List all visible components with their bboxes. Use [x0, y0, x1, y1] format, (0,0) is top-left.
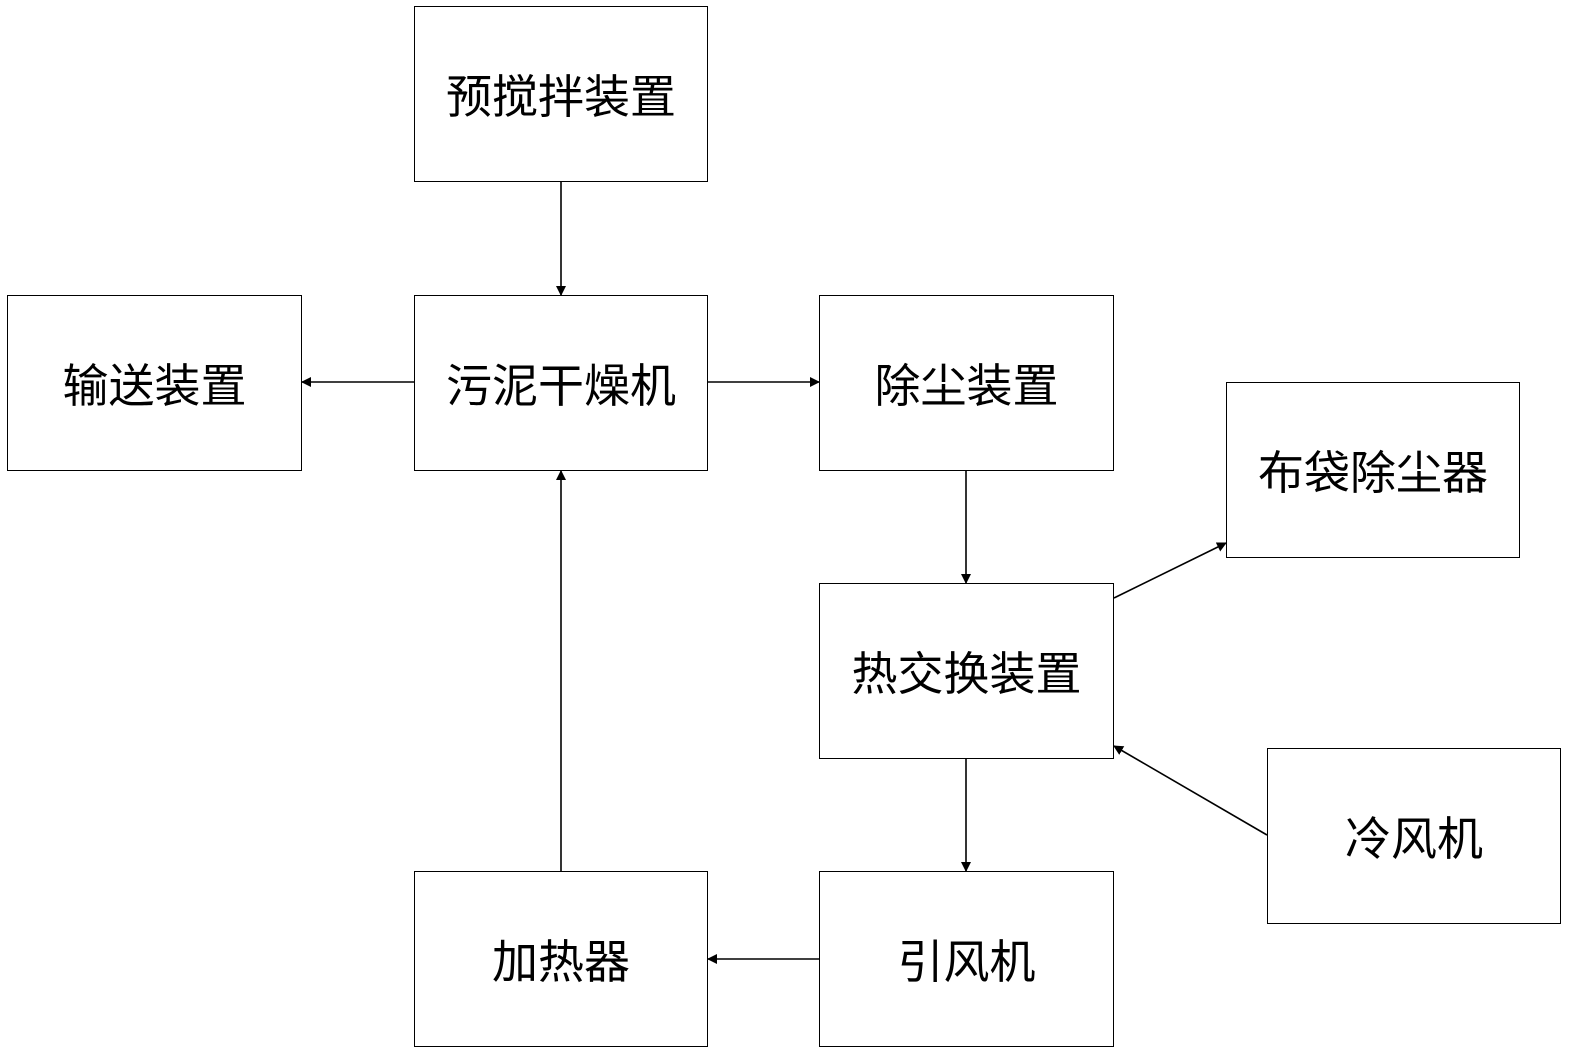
node-label: 预搅拌装置: [446, 70, 676, 124]
node-bagfilter: 布袋除尘器: [1226, 382, 1520, 558]
node-dryer: 污泥干燥机: [414, 295, 708, 471]
node-label: 冷风机: [1345, 812, 1483, 866]
node-conveyor: 输送装置: [7, 295, 302, 471]
node-label: 输送装置: [62, 359, 247, 413]
node-label: 除尘装置: [874, 359, 1059, 413]
node-label: 布袋除尘器: [1258, 446, 1488, 500]
arrow-coldfan-to-heatex: [1113, 745, 1268, 836]
node-prestir: 预搅拌装置: [414, 6, 708, 182]
node-coldfan: 冷风机: [1267, 748, 1561, 924]
node-inducer: 引风机: [819, 871, 1114, 1047]
node-label: 加热器: [492, 935, 630, 989]
arrow-heatex-to-bagfilter: [1113, 542, 1227, 599]
node-dedust: 除尘装置: [819, 295, 1114, 471]
node-label: 热交换装置: [851, 647, 1082, 701]
node-label: 引风机: [897, 935, 1036, 989]
node-label: 污泥干燥机: [446, 359, 676, 413]
node-heatex: 热交换装置: [819, 583, 1114, 759]
edge-group: [301, 182, 1268, 964]
node-heater: 加热器: [414, 871, 708, 1047]
